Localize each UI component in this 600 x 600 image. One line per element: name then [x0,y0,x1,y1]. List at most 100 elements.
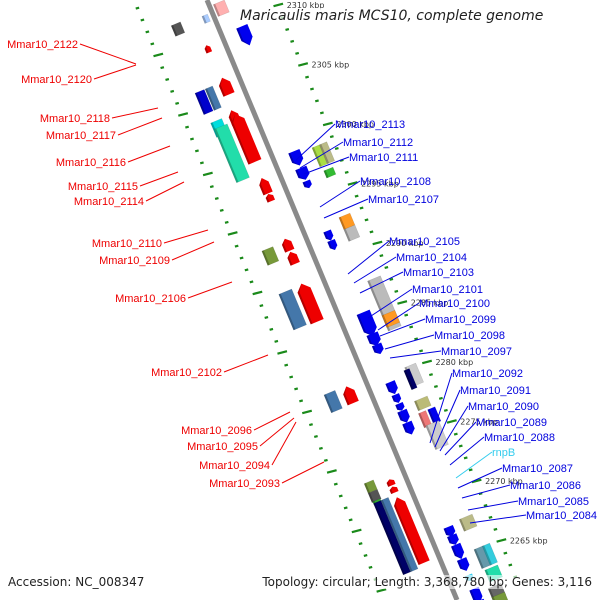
gene-feature[interactable] [280,237,295,253]
gene-label[interactable]: Mmar10_2094 [199,460,270,472]
gene-feature[interactable] [204,85,222,111]
leader-line [303,156,350,175]
gene-label[interactable]: Mmar10_2101 [412,284,483,296]
gene-feature[interactable] [380,497,419,573]
gene-feature[interactable] [381,309,401,328]
gene-label[interactable]: Mmar10_2093 [209,478,280,490]
gene-label[interactable]: rnpB [492,447,515,459]
gene-feature[interactable] [236,23,255,48]
gene-label[interactable]: Mmar10_2120 [21,74,92,86]
gene-label[interactable]: Mmar10_2106 [115,293,186,305]
gene-feature[interactable] [473,545,492,570]
gene-feature[interactable] [323,390,343,414]
gene-feature[interactable] [323,166,337,179]
gene-feature[interactable] [213,123,250,184]
gene-feature[interactable] [356,309,380,339]
leader-line [379,318,426,337]
gene-label[interactable]: Mmar10_2112 [343,137,413,149]
gene-feature[interactable] [395,401,405,412]
gene-feature[interactable] [286,250,300,266]
gene-label[interactable]: Mmar10_2099 [425,314,496,326]
gene-feature[interactable] [341,384,359,406]
gene-feature[interactable] [413,395,432,412]
gene-feature[interactable] [295,281,324,325]
gene-label[interactable]: Mmar10_2122 [7,39,78,51]
gene-feature[interactable] [451,542,466,561]
gene-feature[interactable] [295,165,311,183]
gene-feature[interactable] [366,331,383,348]
gene-feature[interactable] [343,224,361,242]
gene-feature[interactable] [386,478,396,487]
gene-feature[interactable] [367,489,382,504]
gene-feature[interactable] [288,148,305,168]
gene-feature[interactable] [201,13,211,24]
gene-label[interactable]: Mmar10_2102 [151,367,222,379]
gene-label[interactable]: Mmar10_2087 [502,463,573,475]
gene-label[interactable]: Mmar10_2107 [368,194,439,206]
gene-feature[interactable] [217,75,235,97]
gene-label[interactable]: Mmar10_2084 [526,510,597,522]
gene-feature[interactable] [397,408,411,425]
gene-feature[interactable] [371,342,385,356]
gene-feature[interactable] [391,393,403,404]
gene-label[interactable]: Mmar10_2100 [419,298,490,310]
gene-feature[interactable] [327,238,338,252]
gene-feature[interactable] [194,89,214,116]
scale-tick [309,423,313,427]
gene-feature[interactable] [257,176,273,196]
scale-tick [140,18,145,22]
gene-feature[interactable] [323,229,334,242]
gene-label[interactable]: Mmar10_2103 [403,267,474,279]
gene-label[interactable]: Mmar10_2113 [335,119,405,131]
gene-label[interactable]: Mmar10_2118 [40,113,110,125]
gene-label[interactable]: Mmar10_2115 [68,181,138,193]
gene-feature[interactable] [447,533,460,546]
gene-feature[interactable] [204,44,213,54]
gene-label[interactable]: Mmar10_2086 [510,480,581,492]
gene-feature[interactable] [363,479,378,494]
gene-feature[interactable] [456,557,471,573]
gene-feature[interactable] [229,112,262,165]
gene-feature[interactable] [403,368,418,391]
leader-line [444,421,477,456]
gene-label[interactable]: Mmar10_2105 [389,236,460,248]
gene-feature[interactable] [278,288,307,331]
gene-feature[interactable] [265,192,276,203]
gene-feature[interactable] [391,495,430,566]
gene-label[interactable]: Mmar10_2091 [460,385,531,397]
gene-label[interactable]: Mmar10_2104 [396,252,467,264]
gene-label[interactable]: Mmar10_2109 [99,255,170,267]
gene-feature[interactable] [212,0,230,17]
gene-feature[interactable] [389,485,399,495]
gene-label[interactable]: Mmar10_2114 [74,196,144,208]
gene-label[interactable]: Mmar10_2097 [441,346,512,358]
gene-feature[interactable] [385,380,399,396]
gene-feature[interactable] [170,21,186,37]
gene-label[interactable]: Mmar10_2110 [92,238,162,250]
gene-feature[interactable] [443,524,457,538]
scale-tick [443,408,448,412]
gene-label[interactable]: Mmar10_2092 [452,368,523,380]
gene-feature[interactable] [458,513,478,532]
gene-feature[interactable] [469,586,484,600]
gene-label[interactable]: Mmar10_2090 [468,401,539,413]
gene-feature[interactable] [261,246,280,266]
gene-feature[interactable] [402,420,416,437]
gene-feature[interactable] [491,591,548,600]
gene-label[interactable]: Mmar10_2085 [518,496,589,508]
gene-label[interactable]: Mmar10_2096 [181,425,252,437]
scale-tick [313,435,318,439]
gene-label[interactable]: Mmar10_2108 [360,176,431,188]
gene-feature[interactable] [481,542,498,566]
gene-label[interactable]: Mmar10_2098 [434,330,505,342]
gene-label[interactable]: Mmar10_2117 [46,130,116,142]
gene-feature[interactable] [373,500,411,576]
gene-label[interactable]: Mmar10_2111 [349,152,418,164]
scale-tick [458,444,463,448]
gene-label[interactable]: Mmar10_2089 [476,417,547,429]
gene-label[interactable]: Mmar10_2095 [187,441,258,453]
gene-feature[interactable] [338,212,356,230]
gene-feature[interactable] [302,179,313,189]
gene-label[interactable]: Mmar10_2116 [56,157,126,169]
gene-label[interactable]: Mmar10_2088 [484,432,555,444]
